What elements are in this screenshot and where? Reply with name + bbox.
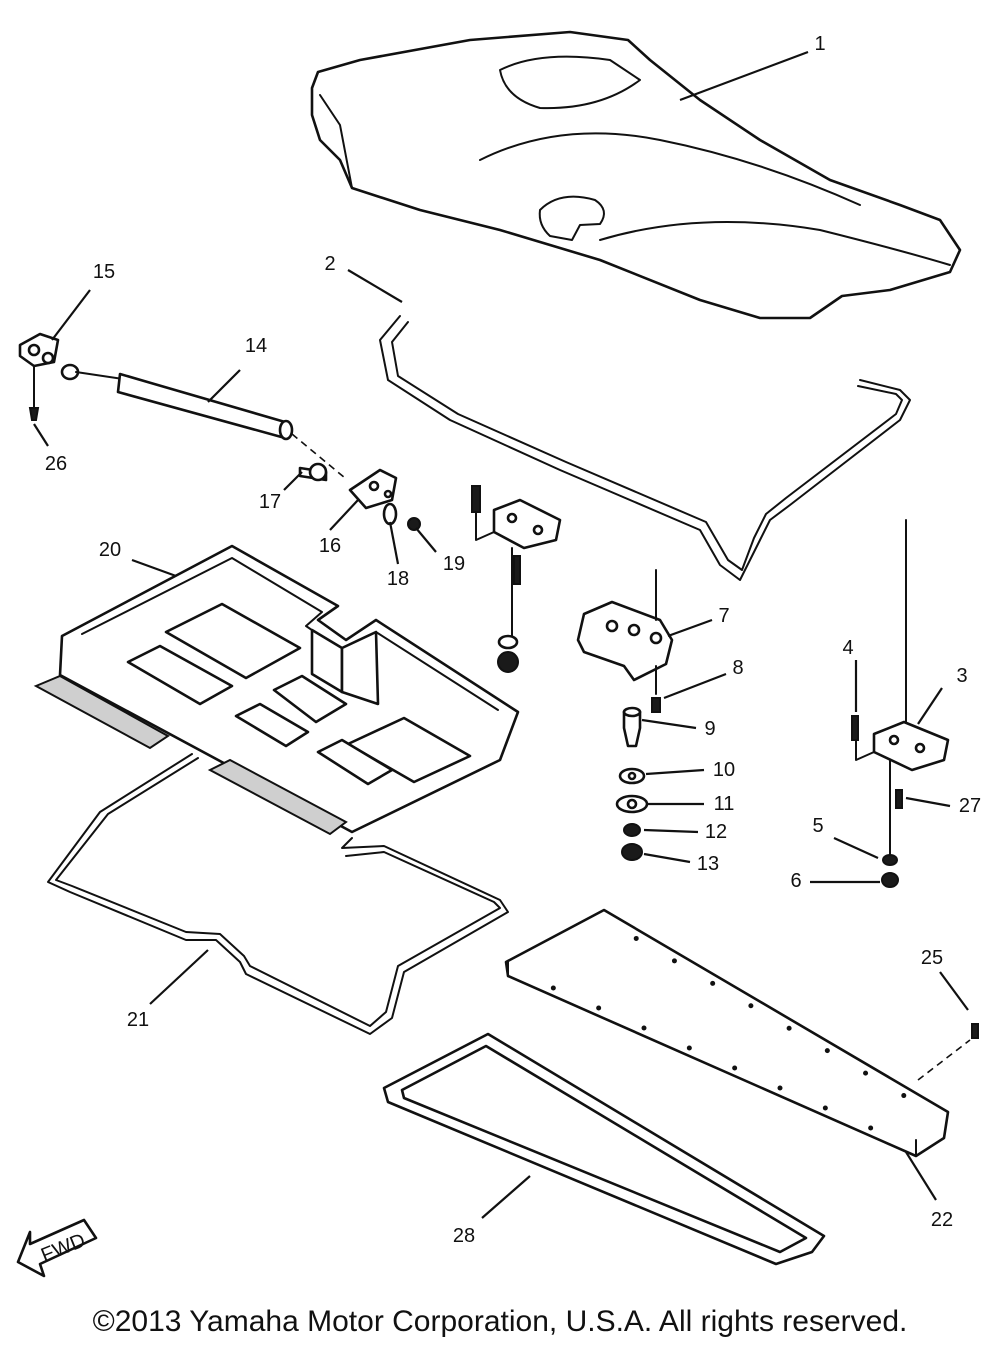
callout-4: 4: [842, 637, 853, 659]
lid-bolt-hole: [732, 1065, 738, 1071]
callout-11: 11: [714, 793, 735, 815]
seat-cushion: [310, 30, 962, 320]
lid-bolt-hole: [550, 985, 556, 991]
callout-1: 1: [814, 33, 825, 55]
lid-bolt-hole: [633, 935, 639, 941]
callout-16: 16: [319, 535, 341, 557]
callout-14: 14: [245, 335, 267, 357]
callout-25: 25: [921, 947, 943, 969]
callout-19: 19: [443, 553, 465, 575]
gas-strut-assembly: [18, 332, 421, 531]
callout-22: 22: [931, 1209, 953, 1231]
lid-panel-holes: [550, 935, 907, 1131]
latch-assembly: [851, 519, 950, 888]
exploded-parts-diagram: FWD 1 2 3 4 5 6 7: [16, 30, 981, 1278]
callout-12: 12: [705, 821, 727, 843]
lid-panel: [504, 908, 979, 1158]
lid-bolt-hole: [596, 1005, 602, 1011]
callout-28: 28: [453, 1225, 475, 1247]
tray-gasket: [47, 753, 509, 1035]
lid-bolt-hole: [671, 958, 677, 964]
lid-bolt-hole: [824, 1048, 830, 1054]
callout-18: 18: [387, 568, 409, 590]
callout-8: 8: [732, 657, 743, 679]
callout-3: 3: [956, 665, 967, 687]
callout-2: 2: [324, 253, 335, 275]
seat-frame: [379, 315, 911, 581]
callout-20: 20: [99, 539, 121, 561]
lid-gasket: [382, 1032, 826, 1266]
latch-striker-assembly: [471, 485, 674, 861]
forward-arrow: FWD: [16, 1218, 98, 1278]
lid-bolt-hole: [901, 1093, 907, 1099]
leader-lines: [33, 50, 969, 1219]
callout-17: 17: [259, 491, 281, 513]
lid-bolt-hole: [863, 1070, 869, 1076]
callout-5: 5: [812, 815, 823, 837]
callout-6: 6: [790, 870, 801, 892]
callout-13: 13: [697, 853, 719, 875]
callout-10: 10: [713, 759, 735, 781]
callout-9: 9: [704, 718, 715, 740]
lid-bolt-hole: [777, 1085, 783, 1091]
callout-26: 26: [45, 453, 67, 475]
callout-7: 7: [718, 605, 729, 627]
lid-bolt-hole: [686, 1045, 692, 1051]
lid-bolt-hole: [786, 1025, 792, 1031]
lid-bolt-hole: [748, 1003, 754, 1009]
storage-tray: [33, 544, 520, 836]
callout-numbers: 1 2 3 4 5 6 7 8 9 10 11 12 13 14 15 16 1…: [45, 33, 981, 1247]
lid-bolt-hole: [641, 1025, 647, 1031]
lid-bolt-hole: [822, 1105, 828, 1111]
lid-bolt-hole: [710, 980, 716, 986]
copyright-notice: ©2013 Yamaha Motor Corporation, U.S.A. A…: [92, 1305, 908, 1338]
lid-bolt-hole: [868, 1125, 874, 1131]
callout-15: 15: [93, 261, 115, 283]
callout-27: 27: [959, 795, 981, 817]
callout-21: 21: [127, 1009, 149, 1031]
